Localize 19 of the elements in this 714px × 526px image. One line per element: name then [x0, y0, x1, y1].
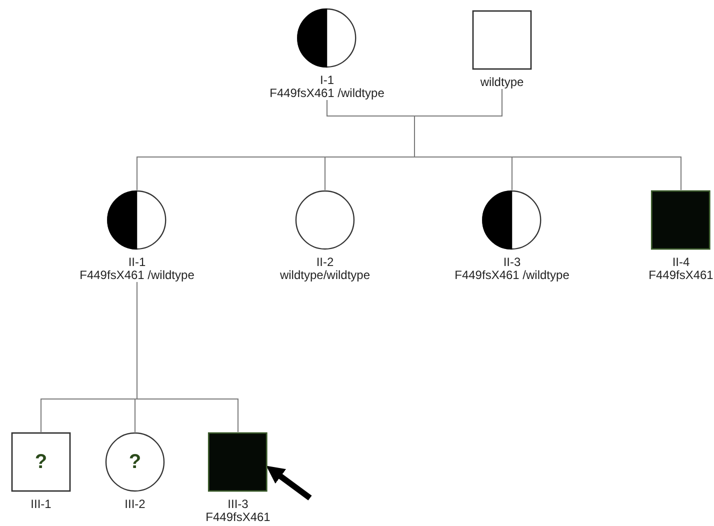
genotype-label: F449fsX461: [206, 511, 270, 524]
individual-id: II-4: [672, 256, 690, 269]
genotype-label: F449fsX461: [648, 269, 714, 282]
individual-id: I-1: [320, 74, 334, 87]
genotype-label: F449fsX461 /wildtype: [270, 87, 384, 100]
individual-id: II-2: [316, 256, 334, 269]
individual-id: III-2: [124, 498, 146, 511]
descent-line: [136, 282, 238, 432]
unknown-status-mark: ?: [128, 452, 142, 472]
individual-id: III-1: [30, 498, 52, 511]
proband-arrow: [266, 466, 312, 500]
individual-id: III-3: [228, 498, 248, 511]
individual-id: II-3: [503, 256, 521, 269]
unknown-status-mark: ?: [34, 452, 48, 472]
individual-id: wildtype: [480, 76, 524, 89]
genotype-label: F449fsX461 /wildtype: [454, 269, 570, 282]
genotype-label: F449fsX461 /wildtype: [80, 269, 194, 282]
genotype-label: wildtype/wildtype: [280, 269, 370, 282]
individual-id: II-1: [128, 256, 146, 269]
